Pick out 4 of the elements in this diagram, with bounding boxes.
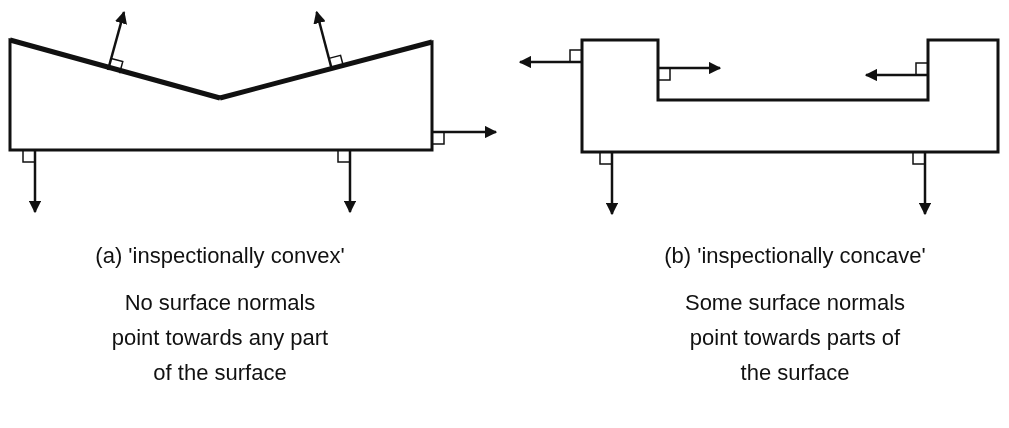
figure-label: (a) 'inspectionally convex'	[94, 242, 346, 270]
caption: No surface normals point towards any part of the surface	[110, 289, 330, 387]
caption: Some surface normals point towards parts of the surface	[683, 289, 907, 387]
figure-label: (b) 'inspectionally concave'	[663, 242, 927, 270]
